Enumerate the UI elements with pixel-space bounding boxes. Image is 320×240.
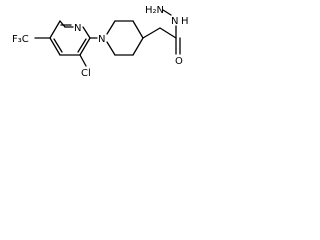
atom-label-chlorine: Cl	[81, 68, 91, 79]
bond-ch2-carbonyl	[159, 27, 177, 39]
bond-c4-c5-inner	[53, 38, 63, 53]
bond-n1-c2	[82, 26, 91, 39]
bond-c3-cl	[79, 54, 87, 67]
bond-c6p-n	[106, 41, 116, 56]
bond-nh-nh2	[162, 9, 172, 16]
bond-c6-c5-link	[59, 20, 66, 28]
bond-c2-c3-inner	[77, 38, 87, 53]
bond-n-c2p	[106, 20, 116, 35]
chemical-structure-diagram: N N Cl F₃C H₂N N H O	[12, 5, 189, 79]
pyridine-ring	[49, 20, 91, 56]
bond-c4-c5	[49, 37, 61, 56]
bond-c3p-c4p	[132, 20, 144, 39]
atom-label-pyridine-n: N	[74, 23, 81, 34]
atom-label-hydrazide-amine: H₂N	[145, 5, 164, 16]
atom-label-hydrazide-h: H	[181, 16, 189, 27]
bond-c5-c6	[49, 20, 61, 39]
bond-c4p-c5p	[132, 37, 144, 56]
bond-c2-c3	[79, 37, 91, 56]
piperidine-ring	[106, 20, 144, 56]
bond-c4p-ch2	[142, 27, 161, 39]
atom-label-carbonyl-oxygen: O	[175, 56, 183, 67]
atom-label-hydrazide-nh: N	[171, 16, 178, 27]
atom-label-piperidine-n: N	[98, 34, 105, 45]
atom-label-trifluoromethyl: F₃C	[12, 34, 29, 45]
